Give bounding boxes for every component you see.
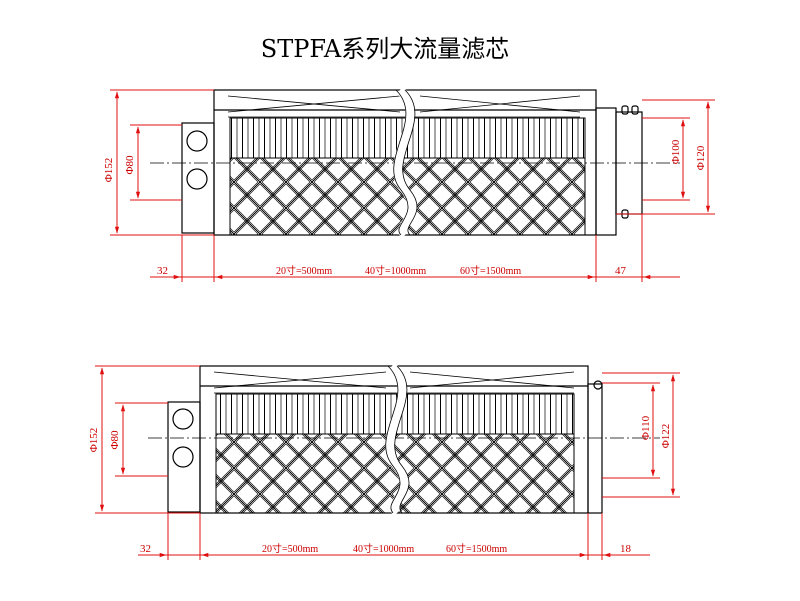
flange-diagonal-left-2 bbox=[227, 95, 401, 113]
dim-label-right-diameter-2: Φ120 bbox=[695, 145, 707, 170]
dim-label-left-offset: 32 bbox=[157, 265, 168, 277]
dim-label-left-offset: 32 bbox=[140, 543, 151, 555]
outlet-collar bbox=[587, 383, 603, 514]
o-ring-upper bbox=[621, 105, 629, 115]
o-ring bbox=[593, 380, 603, 390]
dim-label-length-40: 40寸=1000mm bbox=[365, 264, 426, 277]
flange-diagonal-right-2 bbox=[419, 95, 581, 113]
break-line-edge-2 bbox=[402, 89, 418, 236]
flange-diagonal-right-2 bbox=[409, 371, 575, 389]
break-line-edge-1 bbox=[385, 365, 401, 514]
dim-label-right-offset: 18 bbox=[620, 543, 632, 555]
dim-label-outer-diameter: Φ152 bbox=[103, 158, 115, 183]
break-line-edge-2 bbox=[394, 365, 410, 514]
dim-label-length-20: 20寸=500mm bbox=[262, 542, 318, 555]
dim-label-length-60: 60寸=1500mm bbox=[460, 264, 521, 277]
drain-hole-lower bbox=[172, 446, 194, 468]
break-line-edge-1 bbox=[393, 89, 409, 236]
o-ring-upper-2 bbox=[631, 105, 639, 115]
break-line bbox=[385, 362, 409, 516]
drain-hole-upper bbox=[186, 130, 208, 152]
dim-label-right-diameter-1: Φ100 bbox=[670, 139, 682, 164]
dim-label-length-20: 20寸=500mm bbox=[276, 264, 332, 277]
bottom-view: Φ152 Φ80 Φ110 Φ122 32 20寸=500mm 40寸=1000… bbox=[88, 362, 680, 560]
break-line bbox=[393, 86, 417, 239]
dim-label-inner-diameter: Φ80 bbox=[109, 430, 121, 450]
dim-label-length-60: 60寸=1500mm bbox=[446, 542, 507, 555]
drain-hole-lower bbox=[186, 168, 208, 190]
flange-diagonal-left-2 bbox=[213, 371, 387, 389]
dim-label-right-diameter-1: Φ110 bbox=[640, 415, 652, 440]
outlet-collar bbox=[595, 107, 617, 236]
dim-label-outer-diameter: Φ152 bbox=[88, 428, 100, 453]
dim-label-inner-diameter: Φ80 bbox=[124, 155, 136, 175]
drain-hole-upper bbox=[172, 408, 194, 430]
dim-label-right-offset: 47 bbox=[615, 265, 627, 277]
top-view: Φ152 Φ80 Φ100 Φ120 32 20寸=500mm 40寸=1000… bbox=[103, 86, 715, 282]
page-title: STPFA系列大流量滤芯 bbox=[261, 35, 510, 63]
dim-label-length-40: 40寸=1000mm bbox=[353, 542, 414, 555]
dim-label-right-diameter-2: Φ122 bbox=[660, 424, 672, 449]
